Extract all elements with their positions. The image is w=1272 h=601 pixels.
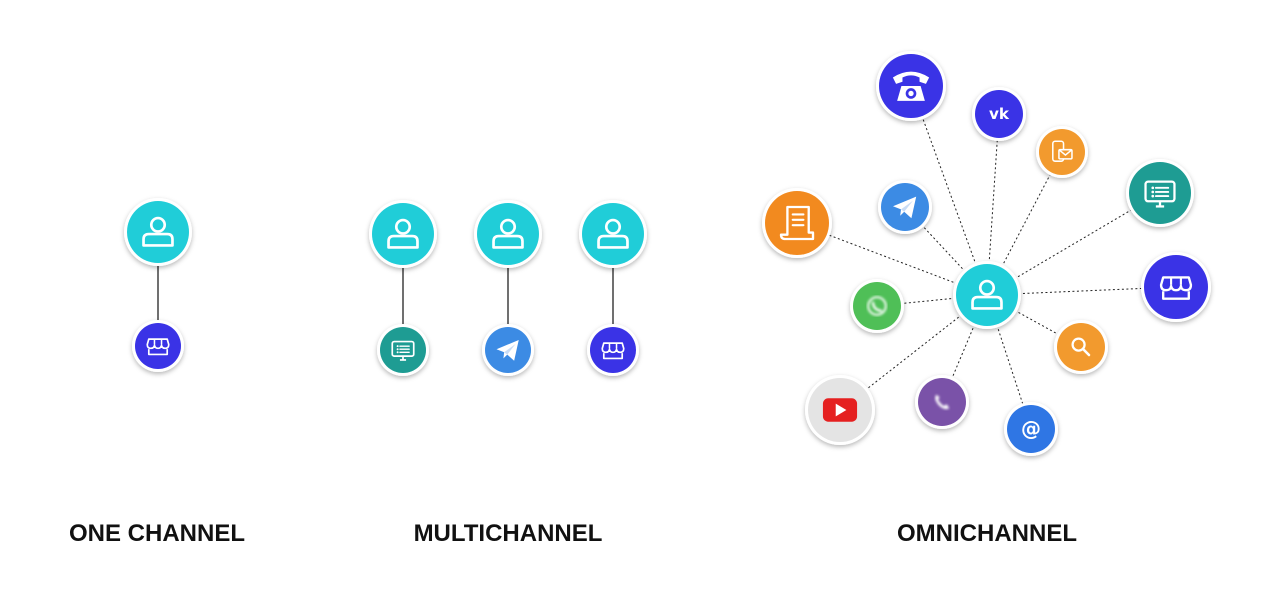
svg-text:@: @ xyxy=(1021,416,1041,440)
customer-node xyxy=(369,200,437,268)
section-title-multichannel: MULTICHANNEL xyxy=(413,520,603,547)
section-title-one-channel: ONE CHANNEL xyxy=(68,520,245,547)
store-icon xyxy=(146,338,170,356)
store-icon xyxy=(1159,276,1193,300)
telegram-icon xyxy=(496,340,519,361)
chat-node xyxy=(377,324,429,376)
person-icon xyxy=(387,218,419,249)
store-node xyxy=(587,324,639,376)
phone-mail-icon xyxy=(1052,140,1073,162)
youtube-icon xyxy=(822,398,858,422)
person-icon xyxy=(142,216,174,247)
customer-node xyxy=(579,200,647,268)
viber-icon xyxy=(935,394,950,410)
chat-node xyxy=(1126,159,1194,227)
svg-text:vk: vk xyxy=(989,105,1010,123)
vk-node: vk xyxy=(972,87,1026,141)
customer-hub-node xyxy=(953,261,1021,329)
search-icon xyxy=(1071,337,1091,357)
whatsapp-icon xyxy=(867,296,887,316)
customer-node xyxy=(124,198,192,266)
phone-icon xyxy=(892,71,930,101)
viber-node xyxy=(915,375,969,429)
dotted-connector xyxy=(986,113,1000,296)
store-node xyxy=(1141,252,1211,322)
telegram-icon xyxy=(893,196,917,219)
sms-node xyxy=(1036,126,1088,178)
dotted-connector xyxy=(910,85,988,296)
vk-icon: vk xyxy=(989,105,1010,123)
whatsapp-node xyxy=(850,279,904,333)
chat-window-icon xyxy=(1144,180,1176,208)
person-icon xyxy=(597,218,629,249)
search-node xyxy=(1054,320,1108,374)
store-icon xyxy=(601,342,625,360)
telegram-node xyxy=(482,324,534,376)
email-node: @ xyxy=(1004,402,1058,456)
receipt-node xyxy=(762,188,832,258)
telegram-node xyxy=(878,180,932,234)
receipt-icon xyxy=(779,205,815,241)
customer-node xyxy=(474,200,542,268)
person-icon xyxy=(971,279,1003,310)
email-at-icon: @ xyxy=(1021,416,1041,440)
person-icon xyxy=(492,218,524,249)
section-title-omnichannel: OMNICHANNEL xyxy=(897,520,1077,547)
phone-node xyxy=(876,51,946,121)
store-node xyxy=(132,320,184,372)
chat-window-icon xyxy=(391,340,415,361)
youtube-node xyxy=(805,375,875,445)
